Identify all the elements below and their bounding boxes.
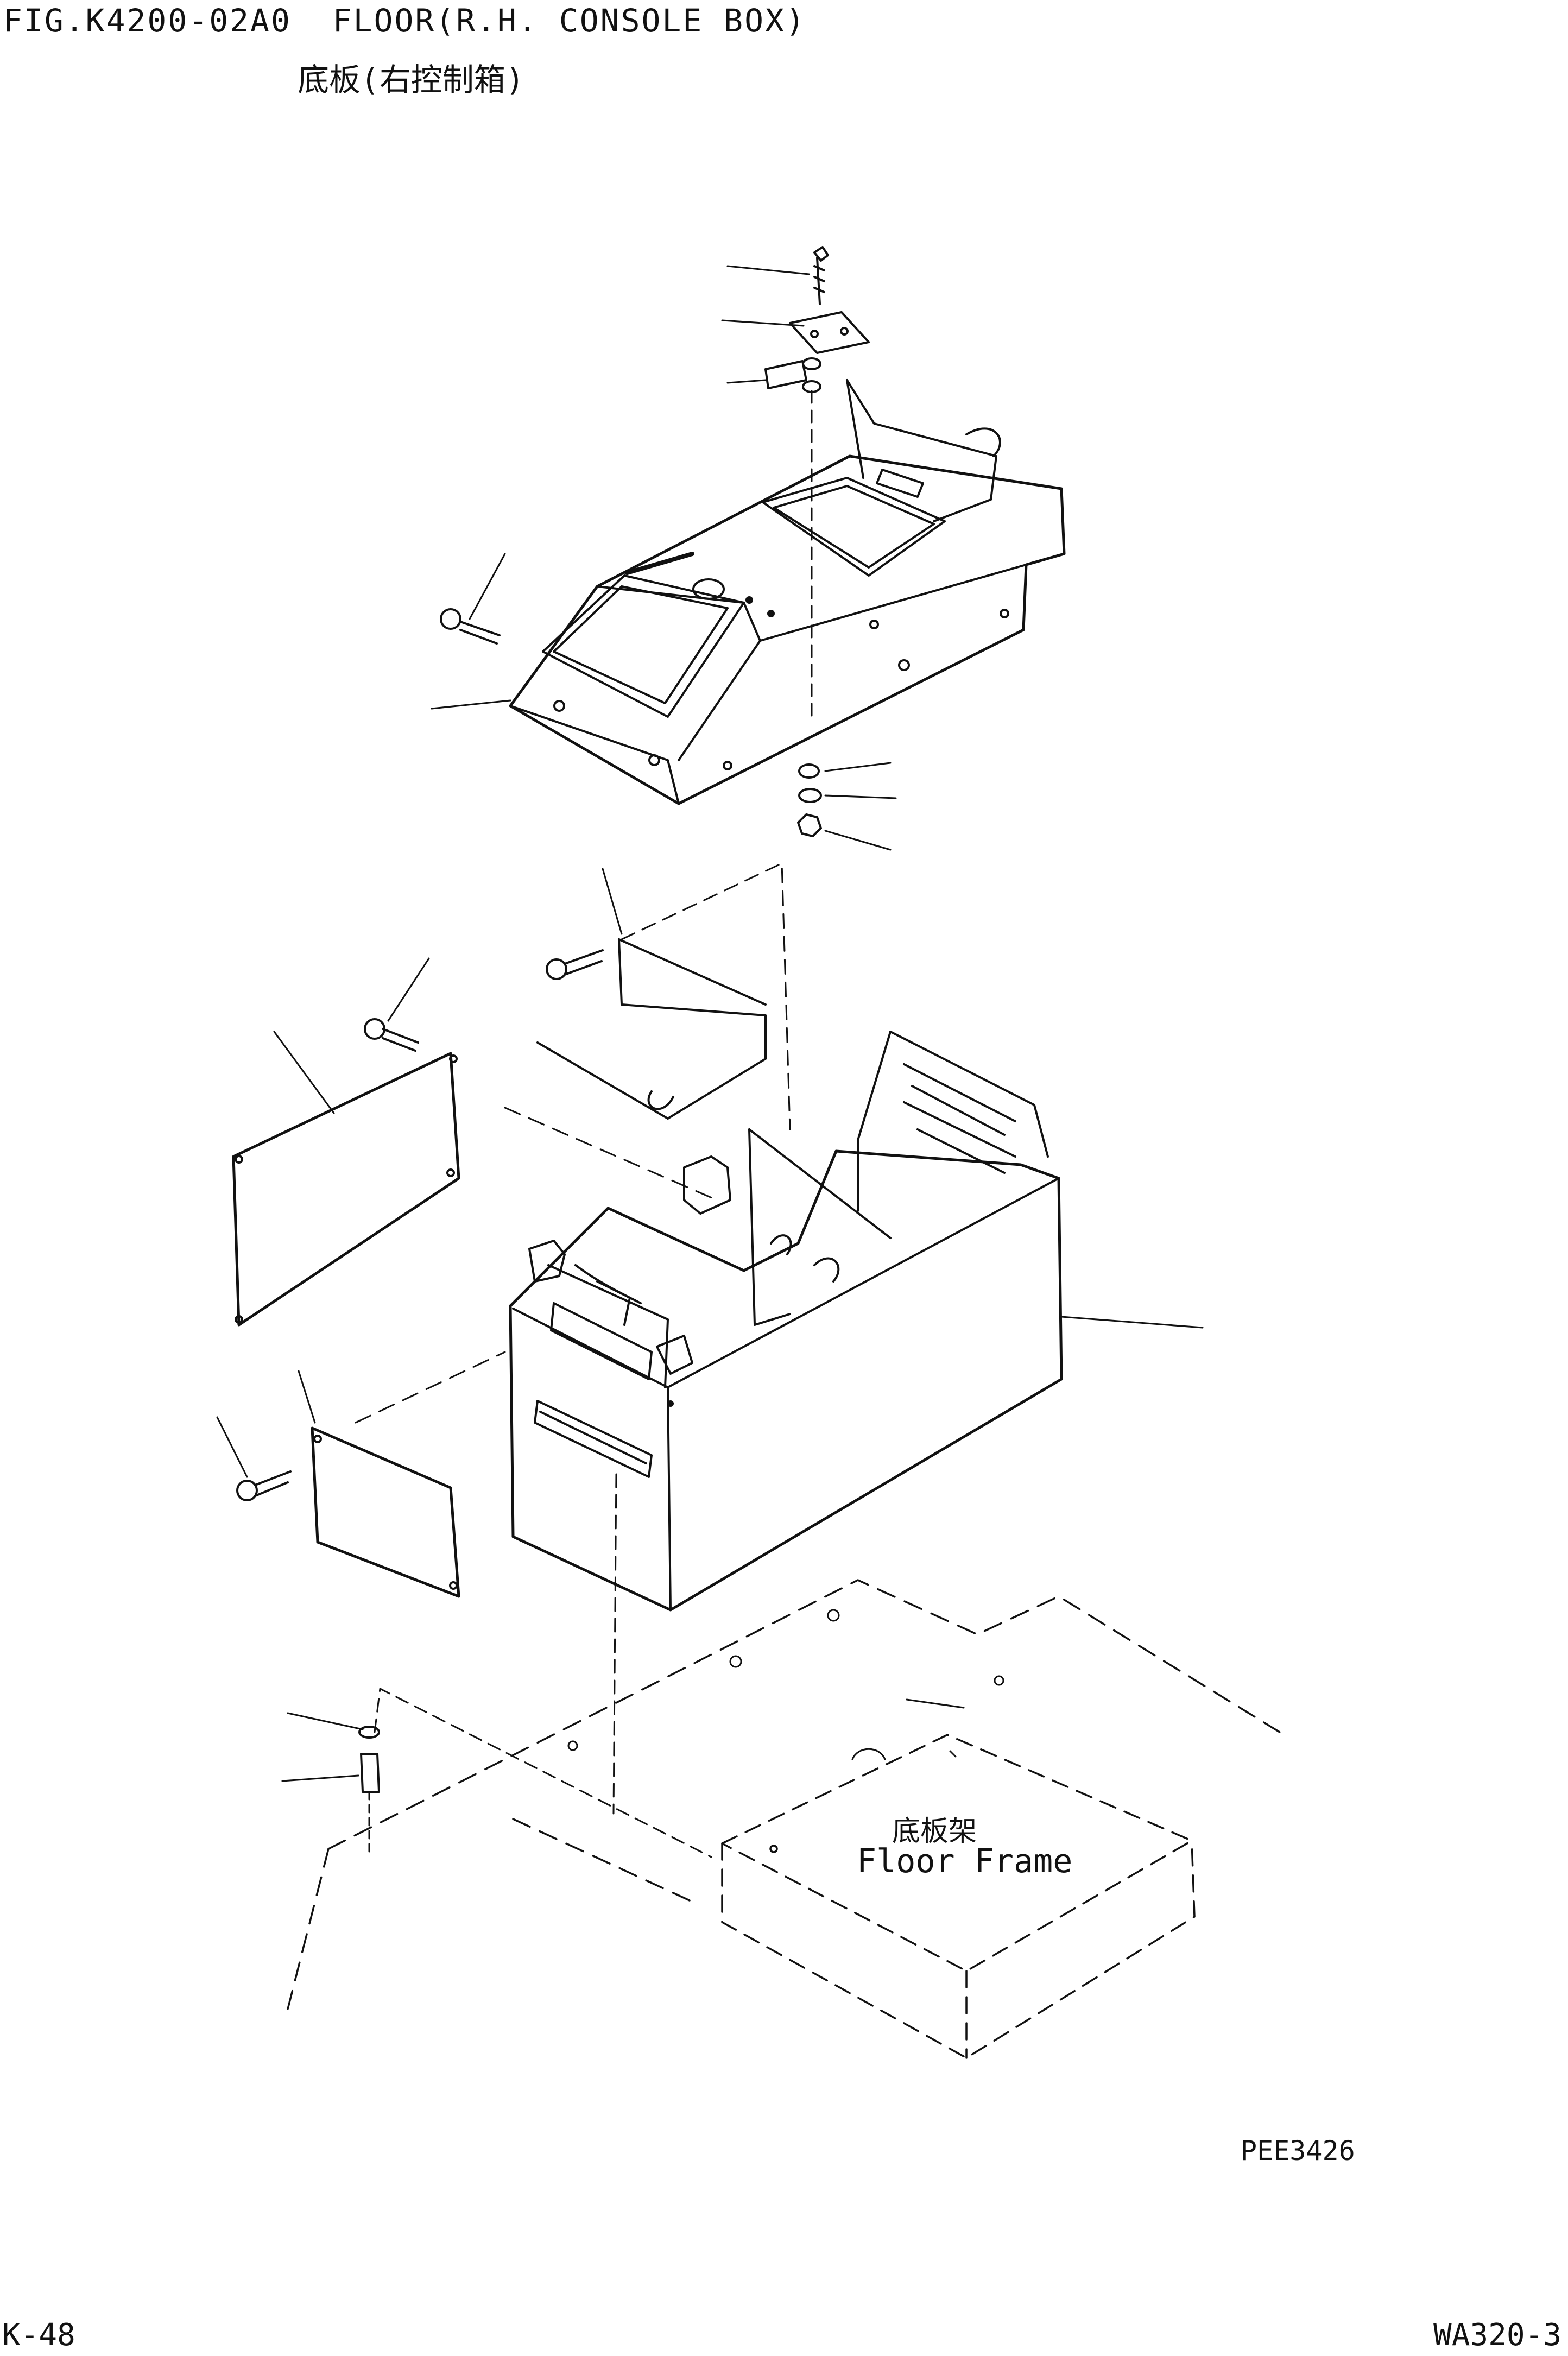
floor-plate	[287, 1579, 1285, 2010]
leader-lines	[216, 265, 1204, 1782]
console-box	[509, 1031, 1063, 1612]
floor-frame-label-cn: 底板架	[892, 1815, 977, 1848]
bolt-upper-bracket	[546, 949, 604, 980]
page-number: K-48	[2, 2317, 75, 2353]
bolt-side-panel	[364, 1018, 419, 1052]
floor-frame-label-en: Floor Frame	[857, 1842, 1073, 1880]
floor-plate-holes	[567, 1609, 1004, 1760]
floor-frame	[721, 1734, 1196, 2059]
drawing-code: PEE3426	[1241, 2135, 1355, 2166]
model-code: WA320-3	[1433, 2317, 1562, 2353]
bolt-left-cover	[440, 608, 501, 645]
side-panel	[232, 1052, 718, 1327]
hardware-stack-top	[764, 246, 870, 837]
console-top-cover	[509, 379, 1066, 805]
assembly-guide-lines	[374, 1473, 712, 1858]
bolt-lower-panel	[236, 1470, 292, 1501]
figure-title: FIG.K4200-02A0 FLOOR(R.H. CONSOLE BOX)	[3, 2, 806, 39]
upper-bracket-plate	[536, 862, 791, 1130]
bolt-floor	[358, 1726, 380, 1858]
lower-panel	[311, 1351, 506, 1598]
figure-subtitle: 底板(右控制箱)	[298, 61, 524, 98]
